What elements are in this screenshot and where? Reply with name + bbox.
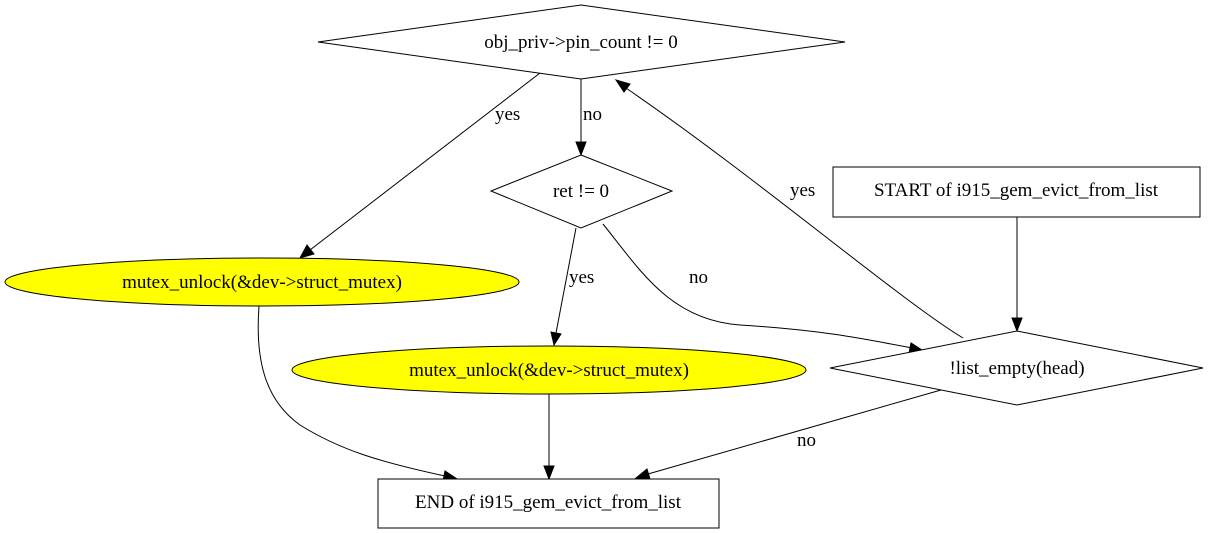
edge-start-to-list-check (1011, 217, 1023, 333)
decision-ret-label: ret != 0 (553, 181, 609, 202)
edge-label-yes: yes (495, 104, 520, 125)
end-node-label: END of i915_gem_evict_from_list (415, 492, 682, 513)
action-unlock-middle-label: mutex_unlock(&dev->struct_mutex) (409, 360, 689, 381)
edge-label-no: no (797, 430, 816, 451)
decision-list-empty[interactable]: !list_empty(head) (829, 330, 1204, 406)
edge-list-check-to-end: no (634, 389, 942, 480)
decision-list-empty-label: !list_empty(head) (949, 358, 1084, 379)
edge-pin-count-to-ret-check: no (575, 79, 602, 157)
edge-ret-check-to-list-check: no (602, 223, 924, 354)
edge-label-yes: yes (790, 180, 815, 201)
edge-ret-check-to-unlock-middle: yes (550, 227, 594, 347)
edge-label-yes: yes (569, 267, 594, 288)
decision-ret[interactable]: ret != 0 (489, 154, 674, 229)
edge-pin-count-to-unlock-left: yes (298, 72, 541, 259)
action-unlock-left-label: mutex_unlock(&dev->struct_mutex) (122, 272, 402, 293)
end-node[interactable]: END of i915_gem_evict_from_list (377, 478, 720, 529)
start-node-label: START of i915_gem_evict_from_list (874, 180, 1159, 201)
edge-unlock-middle-to-end (543, 394, 555, 481)
decision-pin-count-label: obj_priv->pin_count != 0 (484, 32, 677, 53)
start-node[interactable]: START of i915_gem_evict_from_list (832, 166, 1201, 218)
edge-label-no: no (689, 267, 708, 288)
decision-pin-count[interactable]: obj_priv->pin_count != 0 (317, 4, 846, 80)
action-unlock-middle[interactable]: mutex_unlock(&dev->struct_mutex) (291, 345, 807, 395)
edge-list-check-to-pin-count: yes (614, 79, 964, 339)
action-unlock-left[interactable]: mutex_unlock(&dev->struct_mutex) (4, 257, 520, 307)
edge-label-no: no (583, 104, 602, 125)
edge-unlock-left-to-end (257, 305, 459, 482)
